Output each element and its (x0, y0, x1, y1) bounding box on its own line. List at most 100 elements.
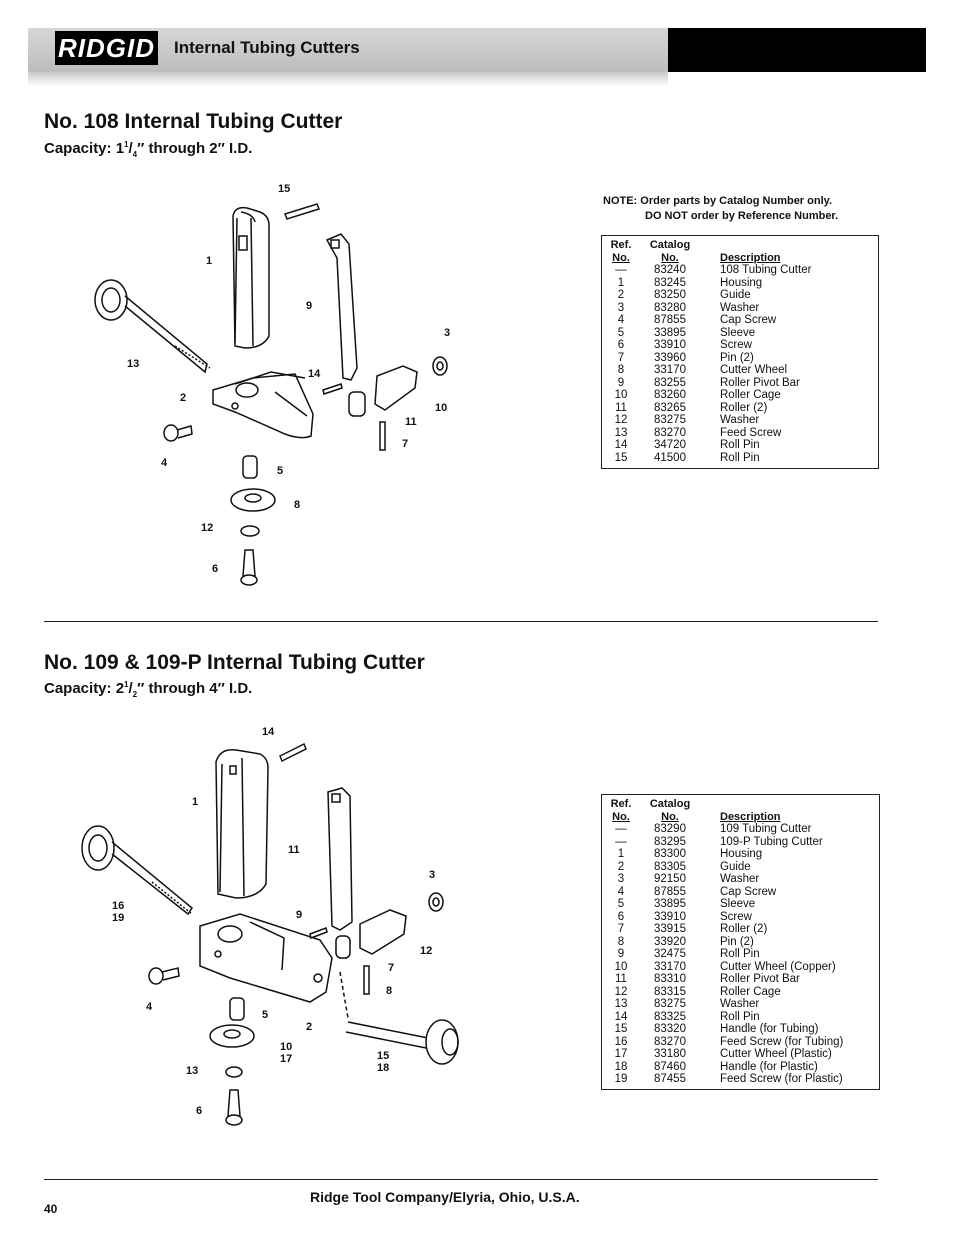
ref-no-cell: 15 (614, 1023, 628, 1035)
callout-6: 6 (212, 563, 218, 575)
description-cell: Washer (720, 873, 760, 885)
ref-no-cell: — (615, 264, 627, 276)
description-cell: Washer (720, 301, 760, 314)
description-cell: Guide (720, 860, 751, 873)
callout-16: 16 (112, 900, 124, 912)
ref-no-cell: 12 (614, 985, 628, 998)
description-cell: Pin (2) (720, 935, 754, 948)
cutter109-capacity: Capacity: 21/2″ through 4″ I.D. (44, 680, 253, 699)
callout-8: 8 (386, 985, 392, 997)
col-description: Description (720, 251, 781, 264)
ref-no-cell: 10 (614, 960, 628, 973)
callout-1: 1 (206, 255, 212, 267)
capacity-denominator: 4 (132, 150, 138, 159)
description-cell: 108 Tubing Cutter (720, 264, 812, 276)
description-cell: Roll Pin (720, 948, 760, 960)
catalog-no-cell: 83325 (654, 1010, 686, 1023)
catalog-no-cell: 33180 (654, 1048, 686, 1060)
capacity-numerator: 1 (124, 680, 129, 689)
catalog-no-cell: 83295 (654, 835, 686, 848)
callout-5: 5 (277, 465, 283, 477)
callout-1: 1 (192, 796, 198, 808)
ref-no-cell: 4 (617, 885, 625, 898)
exploded-diagram-108: 15 1 9 3 13 14 2 10 11 7 4 5 8 12 6 (85, 178, 475, 598)
capacity-numerator: 1 (124, 140, 129, 149)
catalog-no-cell: 87455 (654, 1073, 686, 1085)
catalog-no-cell: 33895 (654, 326, 686, 339)
ref-no-cell: 12 (614, 414, 628, 426)
order-note: NOTE: Order parts by Catalog Number only… (603, 194, 838, 224)
description-cell: 109-P Tubing Cutter (720, 835, 823, 848)
callout-12: 12 (420, 945, 432, 957)
catalog-no-cell: 83255 (654, 376, 686, 389)
ref-no-cell: 15 (614, 451, 628, 464)
callout-6: 6 (196, 1105, 202, 1117)
description-cell: Cap Screw (720, 885, 777, 898)
ref-no-cell: 18 (614, 1060, 628, 1073)
description-cell: Washer (720, 998, 760, 1010)
description-cell: Cutter Wheel (720, 364, 788, 376)
description-cell: Roller (2) (720, 401, 768, 414)
capacity-denominator: 2 (132, 690, 138, 699)
catalog-no-cell: 83280 (654, 301, 686, 314)
description-cell: Washer (720, 414, 760, 426)
logo-text: RIDGID (58, 32, 155, 63)
callout-13: 13 (186, 1065, 198, 1077)
catalog-no-cell: 83275 (654, 998, 686, 1010)
catalog-no-cell: 33170 (654, 960, 686, 973)
ref-no-cell: — (615, 835, 627, 848)
ref-no-cell: 14 (614, 439, 628, 451)
table-row: 3 92150 Washer (602, 873, 843, 886)
callout-15: 15 (278, 183, 290, 195)
description-cell: Roller Cage (720, 389, 781, 401)
cutter109-title: No. 109 & 109-P Internal Tubing Cutter (44, 651, 425, 674)
catalog-no-cell: 87460 (654, 1060, 686, 1073)
capacity-suffix: ″ through 2″ I.D. (137, 140, 253, 157)
description-cell: Feed Screw (720, 426, 782, 439)
catalog-no-cell: 83265 (654, 401, 686, 414)
callout-19: 19 (112, 912, 124, 924)
col-ref: Ref.No. (610, 239, 632, 264)
callout-10: 10 (280, 1041, 292, 1053)
catalog-no-cell: 41500 (654, 451, 686, 464)
description-cell: Housing (720, 848, 763, 860)
ref-no-cell: 14 (614, 1010, 628, 1023)
callout-7: 7 (402, 438, 408, 450)
diagram-108-svg: 15 1 9 3 13 14 2 10 11 7 4 5 8 12 6 (94, 183, 450, 586)
description-cell: Sleeve (720, 898, 756, 910)
ref-no-cell: 3 (617, 873, 625, 885)
section-header: Internal Tubing Cutters (174, 38, 360, 57)
catalog-no-cell: 92150 (654, 873, 686, 885)
catalog-no-cell: 33170 (654, 364, 686, 376)
header-black-block (668, 28, 926, 72)
cutter108-title: No. 108 Internal Tubing Cutter (44, 110, 343, 133)
capacity-prefix: Capacity: 2 (44, 680, 125, 697)
description-cell: Cutter Wheel (Plastic) (720, 1048, 832, 1060)
ref-no-cell: 4 (617, 314, 625, 326)
ref-no-cell: 17 (614, 1048, 628, 1060)
ref-no-cell: 5 (617, 898, 625, 910)
header-shadow (28, 72, 668, 86)
description-cell: Housing (720, 276, 763, 289)
